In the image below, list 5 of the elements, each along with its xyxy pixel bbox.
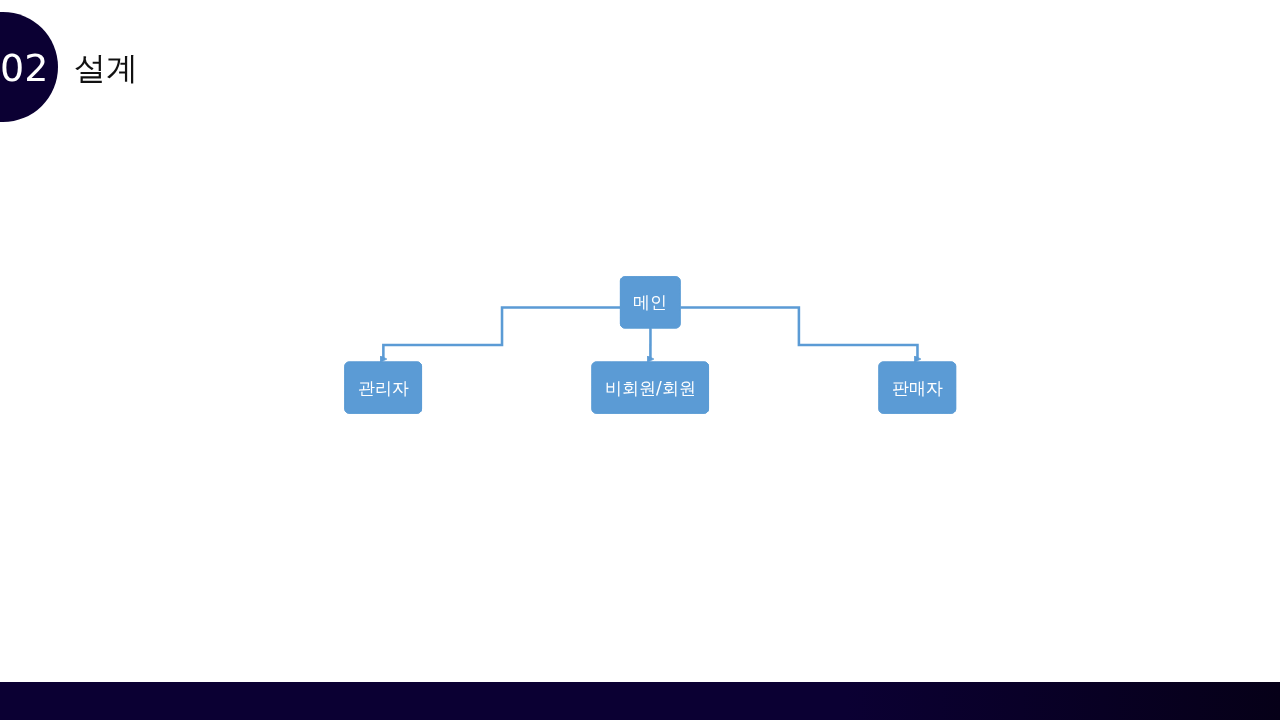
arrow <box>646 327 655 363</box>
section-number: 02 <box>0 46 49 90</box>
arrow <box>379 306 621 363</box>
arrow <box>680 306 922 363</box>
slide-title: 설계 <box>74 48 138 88</box>
